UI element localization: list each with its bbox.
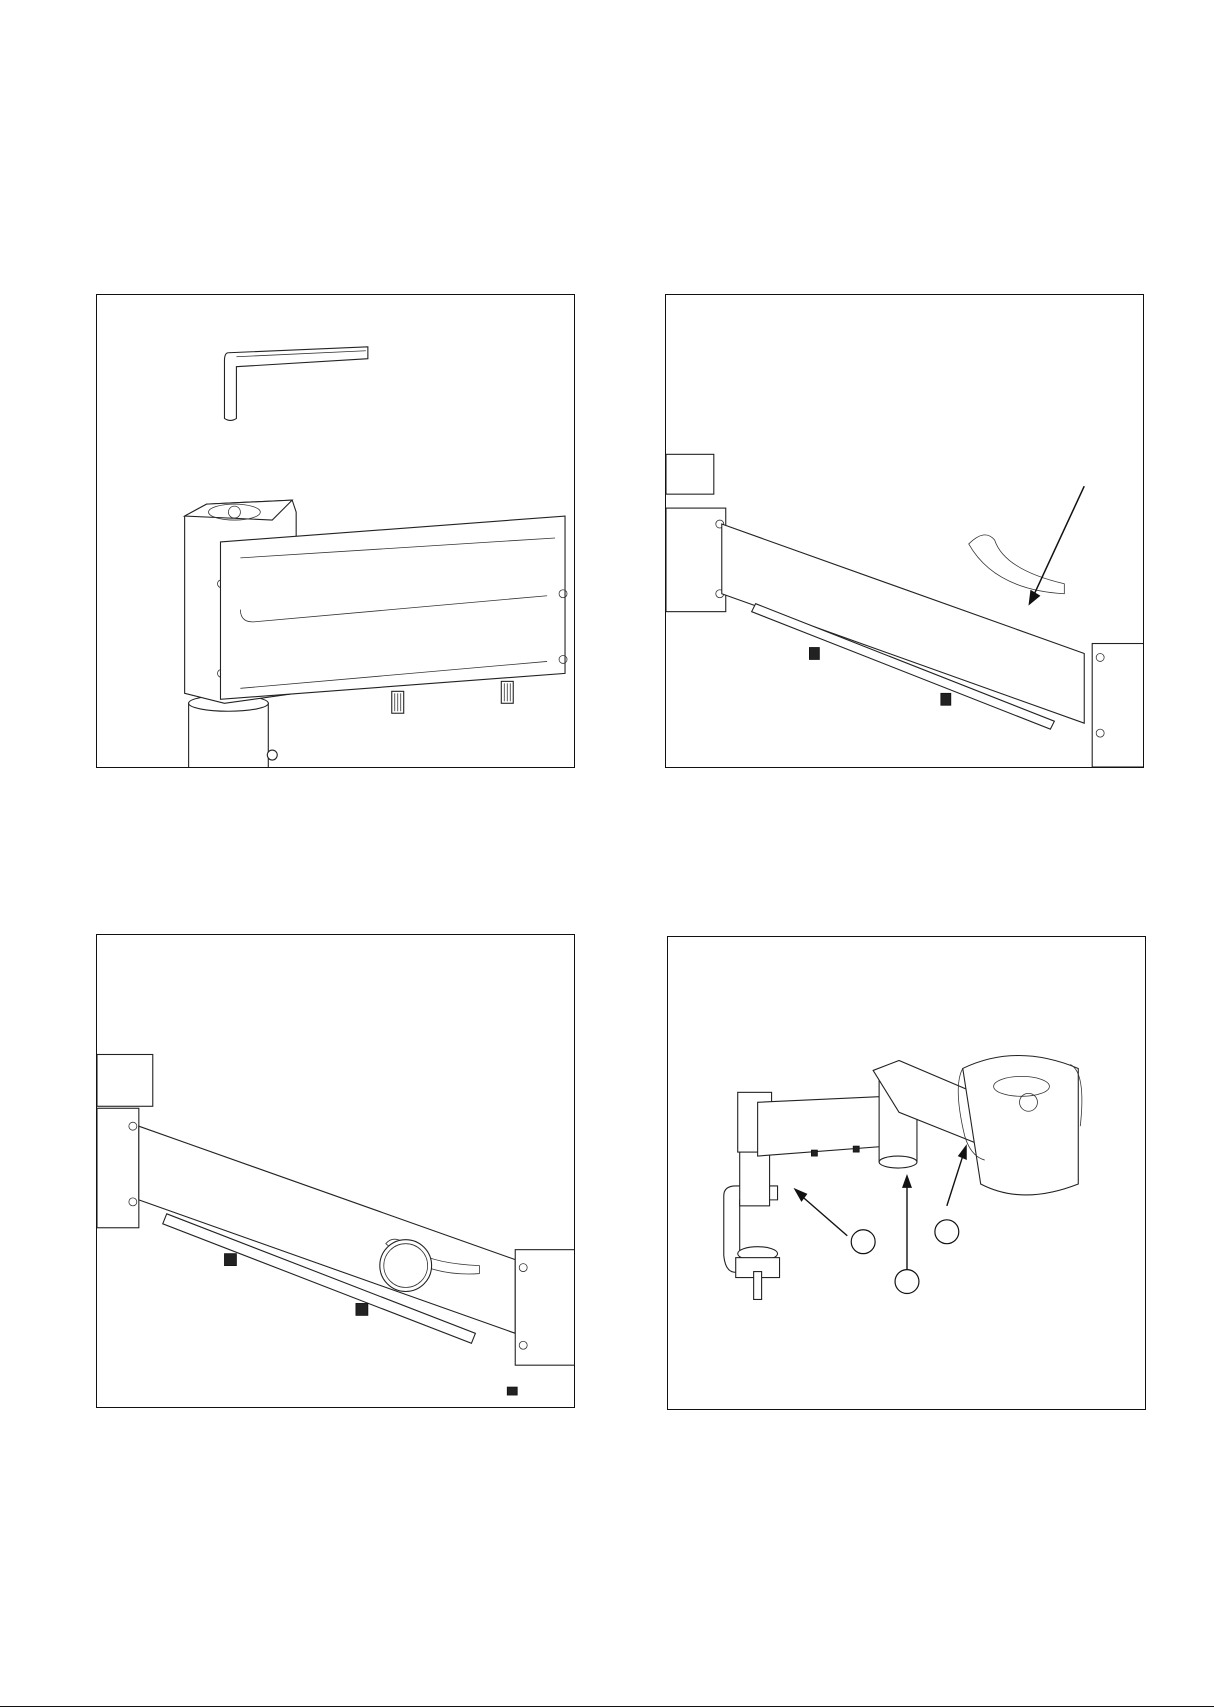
callout-marker [851,1230,875,1254]
callout-marker [895,1270,919,1294]
arm-segment-icon [97,1054,574,1395]
arm-joint-icon [185,500,567,767]
pointer-arrow-icon [1028,486,1084,605]
figure-4-illustration [668,937,1145,1409]
callout-markers [851,1220,959,1294]
figure-4-panel [667,936,1146,1410]
callout-marker [935,1220,959,1244]
arm-segment-icon [666,454,1143,767]
figure-3-illustration [97,935,574,1407]
figure-3-panel [96,934,575,1408]
arm-assembly-icon [724,1055,1082,1299]
figure-2-illustration [666,295,1143,767]
knob-icon [380,1240,432,1292]
hex-key-icon [224,347,367,421]
figure-1-illustration [97,295,574,767]
figure-2-panel [665,294,1144,768]
figure-1-panel [96,294,575,768]
